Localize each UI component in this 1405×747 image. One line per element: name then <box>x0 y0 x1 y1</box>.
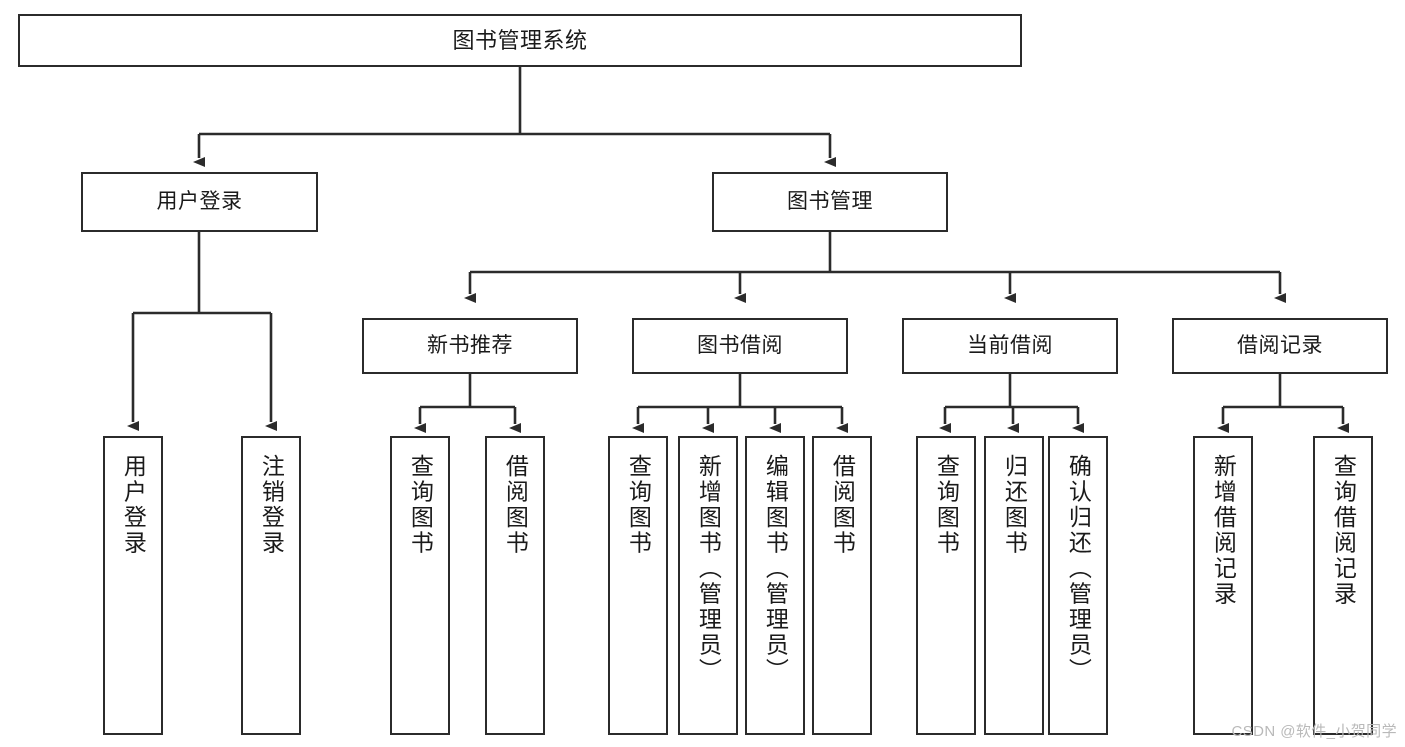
node-label: 查询图书 <box>407 454 434 556</box>
node-label: 图书管理系统 <box>452 27 588 53</box>
leaf-recommend-query-book[interactable]: 查询图书 <box>390 436 450 735</box>
node-borrow-record[interactable]: 借阅记录 <box>1172 318 1388 374</box>
leaf-user-login-logout[interactable]: 注销登录 <box>241 436 301 735</box>
leaf-current-return-book[interactable]: 归还图书 <box>984 436 1044 735</box>
leaf-recommend-borrow-book[interactable]: 借阅图书 <box>485 436 545 735</box>
node-label: 借阅图书 <box>829 454 856 556</box>
node-label: 借阅记录 <box>1237 333 1323 357</box>
node-user-login[interactable]: 用户登录 <box>81 172 318 232</box>
node-label: 查询借阅记录 <box>1330 454 1357 607</box>
node-label: 查询图书 <box>933 454 960 556</box>
leaf-borrow-borrow-book[interactable]: 借阅图书 <box>812 436 872 735</box>
node-label: 归还图书 <box>1001 454 1028 556</box>
leaf-record-query-record[interactable]: 查询借阅记录 <box>1313 436 1373 735</box>
node-label: 查询图书 <box>625 454 652 556</box>
leaf-record-add-record[interactable]: 新增借阅记录 <box>1193 436 1253 735</box>
node-label: 借阅图书 <box>502 454 529 556</box>
node-book-borrow[interactable]: 图书借阅 <box>632 318 848 374</box>
node-label: 确认归还（管理员） <box>1065 454 1092 684</box>
node-current-borrow[interactable]: 当前借阅 <box>902 318 1118 374</box>
node-label: 编辑图书（管理员） <box>762 454 789 684</box>
leaf-current-confirm-return[interactable]: 确认归还（管理员） <box>1048 436 1108 735</box>
node-label: 图书借阅 <box>697 333 783 357</box>
node-label: 用户登录 <box>156 189 243 213</box>
leaf-user-login-login[interactable]: 用户登录 <box>103 436 163 735</box>
node-label: 新增借阅记录 <box>1210 454 1237 607</box>
node-label: 用户登录 <box>120 454 147 556</box>
leaf-borrow-query-book[interactable]: 查询图书 <box>608 436 668 735</box>
node-label: 当前借阅 <box>967 333 1053 357</box>
node-label: 新书推荐 <box>427 333 513 357</box>
node-label: 图书管理 <box>787 189 873 213</box>
node-book-management[interactable]: 图书管理 <box>712 172 948 232</box>
leaf-borrow-add-book[interactable]: 新增图书（管理员） <box>678 436 738 735</box>
node-book-management-system[interactable]: 图书管理系统 <box>18 14 1022 67</box>
leaf-current-query-book[interactable]: 查询图书 <box>916 436 976 735</box>
node-label: 注销登录 <box>258 454 285 556</box>
node-label: 新增图书（管理员） <box>695 454 722 684</box>
watermark-text: CSDN @软件_小贺同学 <box>1231 723 1397 740</box>
node-new-book-recommend[interactable]: 新书推荐 <box>362 318 578 374</box>
leaf-borrow-edit-book[interactable]: 编辑图书（管理员） <box>745 436 805 735</box>
